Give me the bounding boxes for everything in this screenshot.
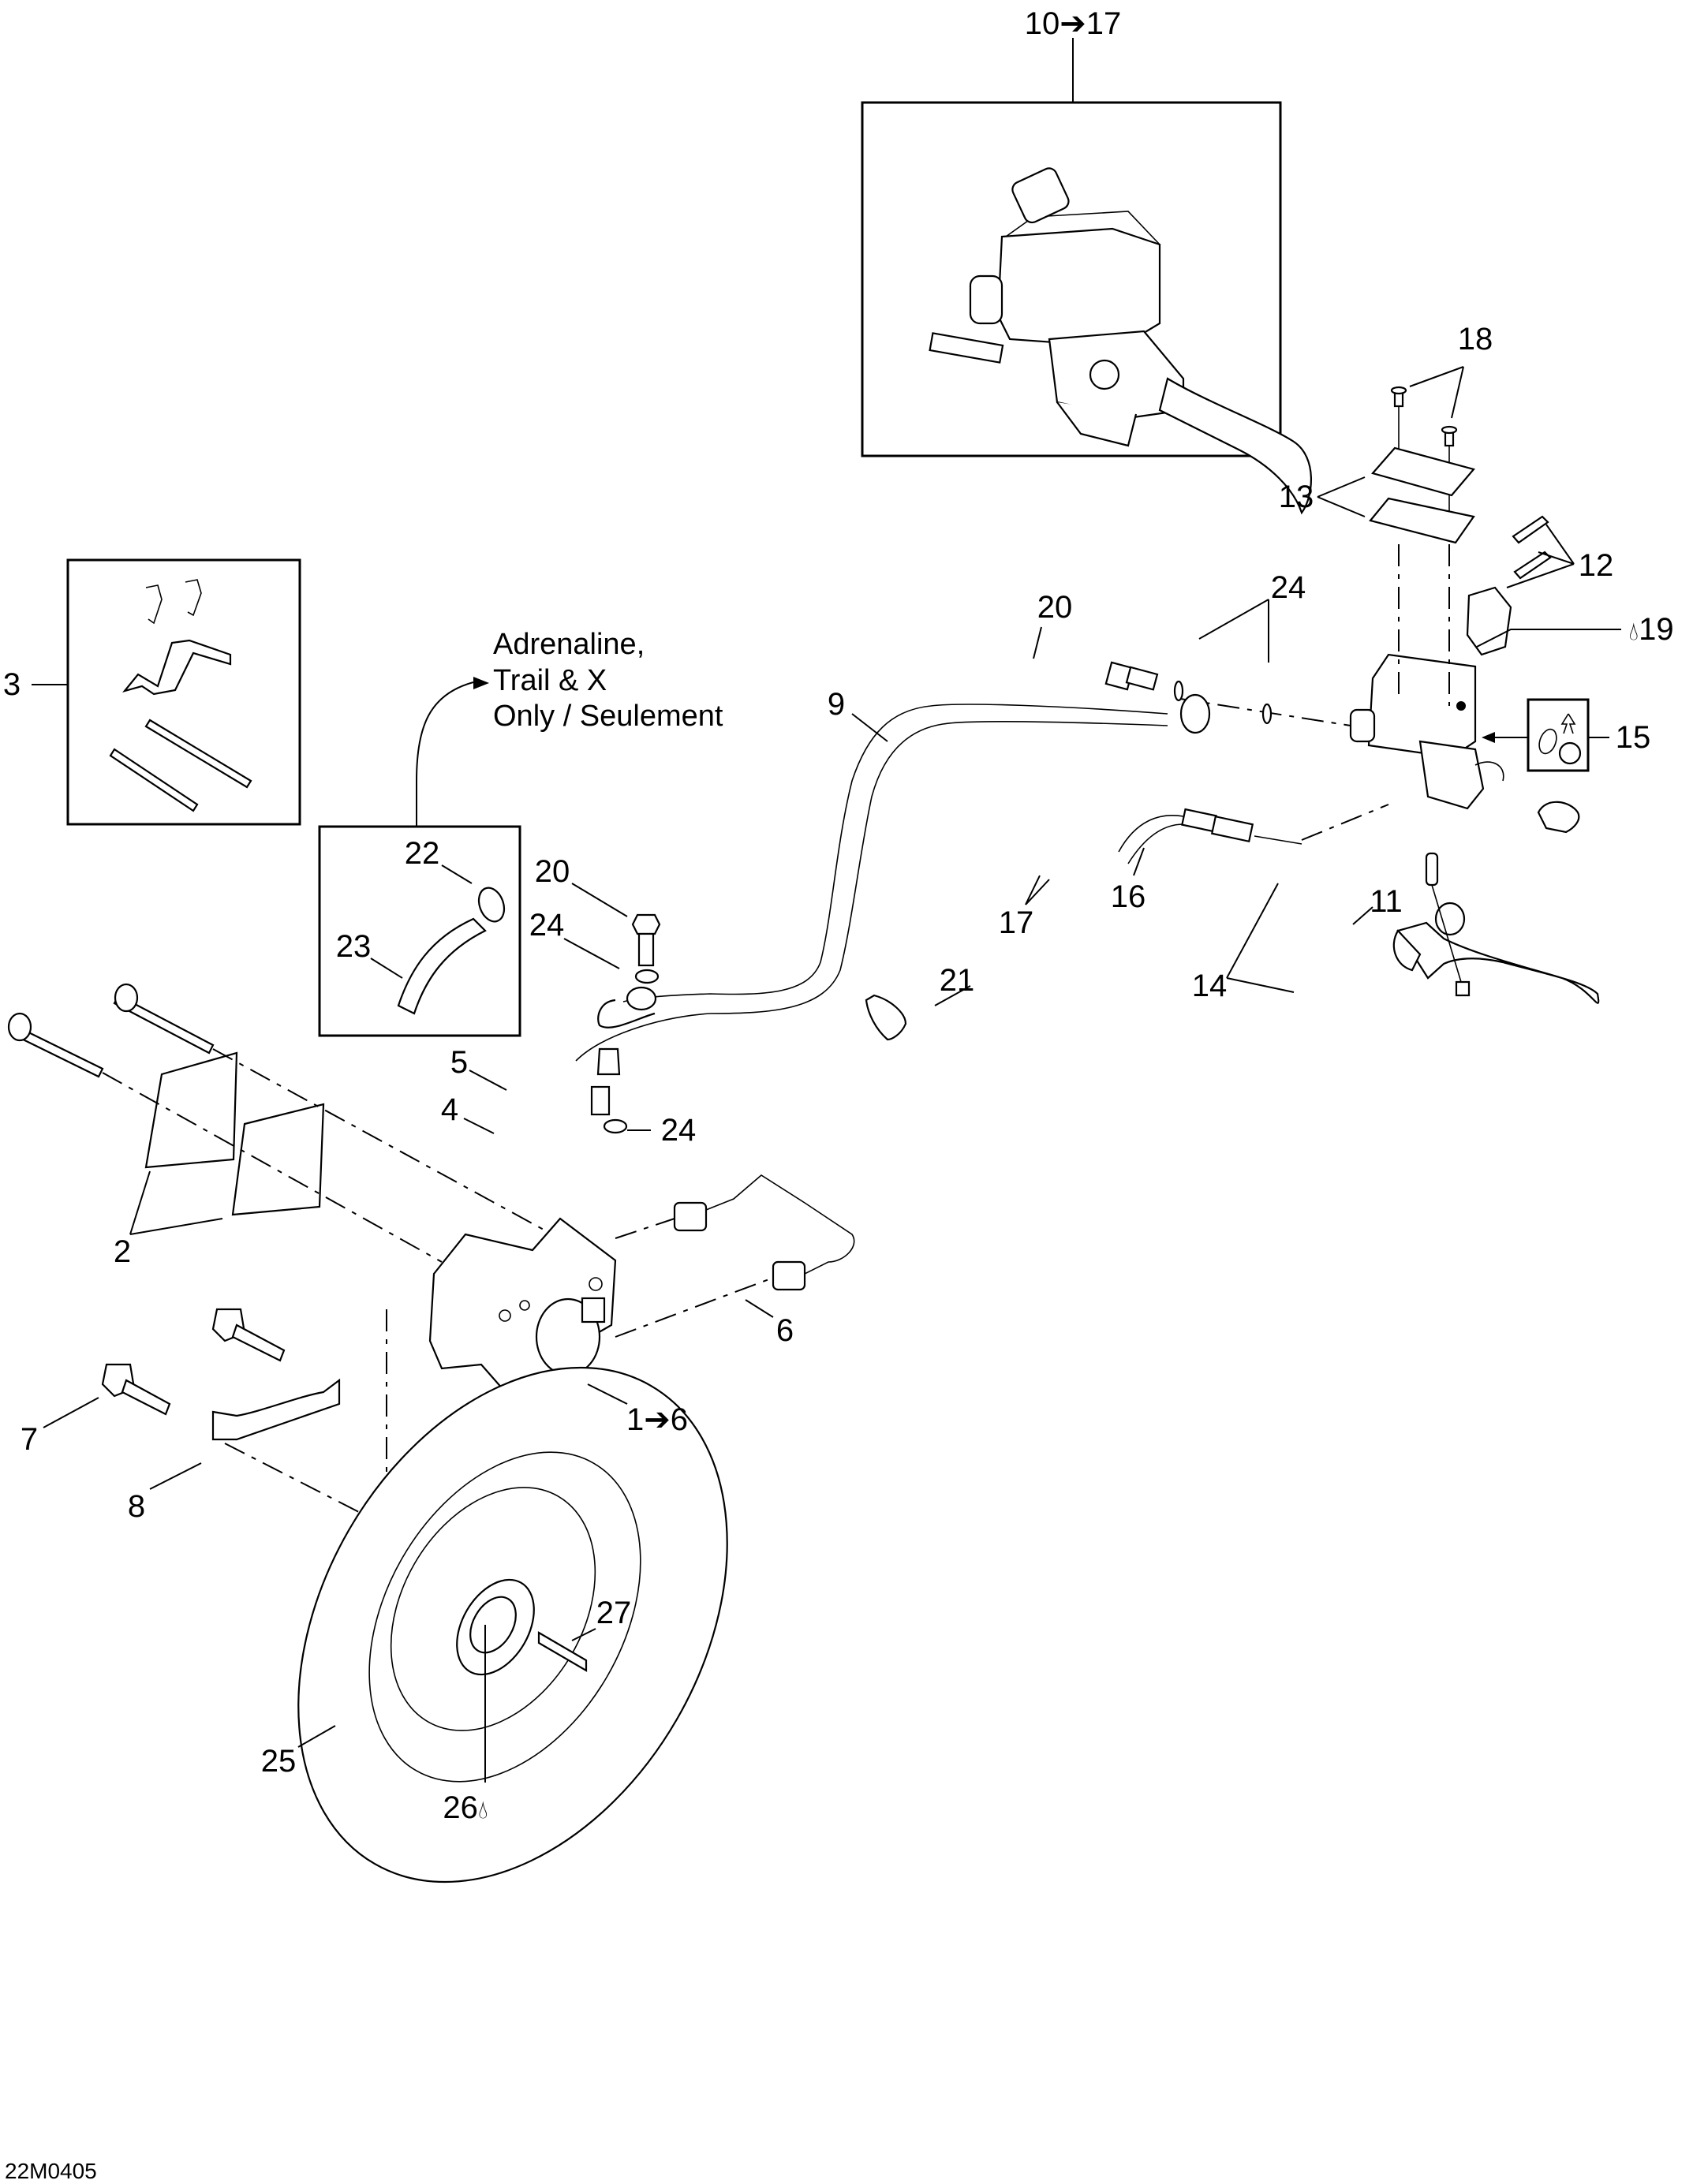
brake-lever: [1392, 852, 1600, 1004]
caliper-hardware-kit-box: [32, 558, 301, 826]
callout-6[interactable]: 6: [775, 1313, 794, 1348]
callout-24-right[interactable]: 24: [1270, 570, 1306, 605]
bleeder-valve: [590, 1047, 621, 1116]
callout-1-6[interactable]: 1➔6: [626, 1402, 689, 1437]
callout-17[interactable]: 17: [998, 905, 1034, 940]
callout-11[interactable]: 11: [1370, 884, 1403, 919]
model-applicability-note: Adrenaline, Trail & X Only / Seulement: [493, 628, 723, 734]
callout-25[interactable]: 25: [260, 1744, 297, 1779]
callout-12[interactable]: 12: [1578, 548, 1614, 583]
callout-18[interactable]: 18: [1457, 322, 1493, 357]
pads-and-pins: [7, 983, 553, 1263]
brake-light-switch: [1118, 808, 1302, 864]
callout-20-right[interactable]: 20: [1037, 590, 1073, 625]
master-cylinder-exploded: [1175, 386, 1580, 841]
callout-2[interactable]: 2: [113, 1234, 132, 1269]
callout-14[interactable]: 14: [1191, 969, 1228, 1003]
callout-13[interactable]: 13: [1278, 480, 1314, 514]
boot-21: [865, 994, 907, 1041]
callout-5[interactable]: 5: [450, 1045, 469, 1080]
callout-27[interactable]: 27: [596, 1596, 632, 1630]
callout-16[interactable]: 16: [1110, 879, 1146, 914]
callout-23[interactable]: 23: [335, 929, 372, 964]
brake-caliper: [428, 1174, 855, 1398]
callout-24-left-bottom[interactable]: 24: [660, 1113, 697, 1148]
master-cylinder-assembly-box: [861, 38, 1313, 515]
callout-26[interactable]: 26💧︎: [443, 1790, 488, 1825]
callout-9[interactable]: 9: [827, 687, 846, 722]
callout-24-left-top[interactable]: 24: [529, 908, 565, 943]
callout-3[interactable]: 3: [2, 667, 21, 702]
brake-disc: [297, 1366, 728, 1883]
hose-kit-box: [318, 677, 521, 1037]
callout-4[interactable]: 4: [440, 1092, 459, 1127]
callout-10-17[interactable]: 10➔17: [1024, 6, 1122, 41]
drawing-code: 22M0405: [5, 2159, 97, 2183]
master-cylinder-detail-box-15: [1482, 698, 1609, 772]
leader-lines: [43, 366, 1621, 1783]
callout-7[interactable]: 7: [20, 1422, 39, 1457]
callout-20-left[interactable]: 20: [534, 854, 570, 889]
callout-19[interactable]: 💧︎19: [1628, 612, 1674, 647]
callout-15[interactable]: 15: [1615, 720, 1651, 755]
callout-22[interactable]: 22: [404, 836, 440, 871]
callout-8[interactable]: 8: [127, 1489, 146, 1524]
brake-line: [575, 661, 1273, 1134]
fluid-drop-icon: 💧︎: [1628, 617, 1639, 645]
fluid-drop-icon: 💧︎: [477, 1795, 488, 1824]
callout-21[interactable]: 21: [939, 963, 975, 998]
